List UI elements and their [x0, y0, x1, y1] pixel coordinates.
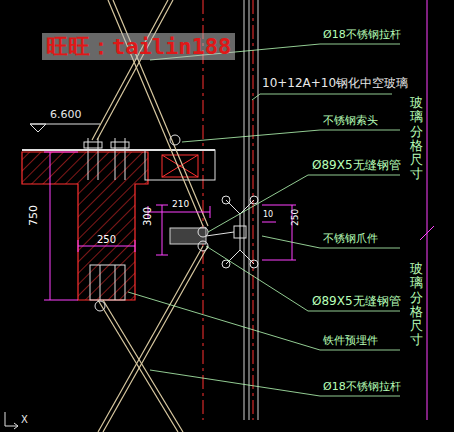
- part-label: 不锈钢索头: [323, 115, 378, 128]
- part-label: 铁件预埋件: [323, 335, 378, 348]
- part-label: Ø89X5无缝钢管: [312, 295, 401, 309]
- dimension-value: 250: [290, 209, 300, 226]
- level-mark: [30, 124, 100, 132]
- dimension-value: 300: [142, 207, 154, 226]
- dimension-value: 210: [172, 199, 189, 209]
- tension-rod: [92, 0, 208, 432]
- part-label: Ø18不锈钢拉杆: [323, 29, 401, 42]
- dimension-line: [44, 0, 434, 420]
- anchor-bolt: [84, 138, 129, 180]
- ucs-icon: [5, 412, 18, 429]
- leader-line: [128, 44, 400, 396]
- dimension-note: 玻璃分格尺寸: [410, 96, 423, 182]
- embedded-plate: [90, 265, 125, 300]
- level-value: 6.600: [50, 109, 82, 122]
- glass-pane: [258, 0, 259, 420]
- dimension-note: 玻璃分格尺寸: [410, 262, 423, 348]
- dimension-value: 750: [28, 205, 41, 226]
- axis-label: X: [21, 414, 28, 426]
- dimension-value: 250: [97, 234, 116, 246]
- center-line: [253, 0, 254, 420]
- part-label: Ø18不锈钢拉杆: [323, 381, 401, 394]
- cable-head: [95, 135, 208, 311]
- part-label: 10+12A+10钢化中空玻璃: [262, 77, 408, 91]
- center-line: [203, 0, 204, 420]
- watermark: 旺旺：tailin188: [42, 33, 235, 60]
- dimension-value: 10: [263, 210, 273, 219]
- part-label: 不锈钢爪件: [323, 233, 378, 246]
- glass-pane: [249, 0, 250, 420]
- part-label: Ø89X5无缝钢管: [312, 159, 401, 173]
- spider-fitting: [206, 196, 258, 268]
- steel-bracket: [145, 150, 215, 180]
